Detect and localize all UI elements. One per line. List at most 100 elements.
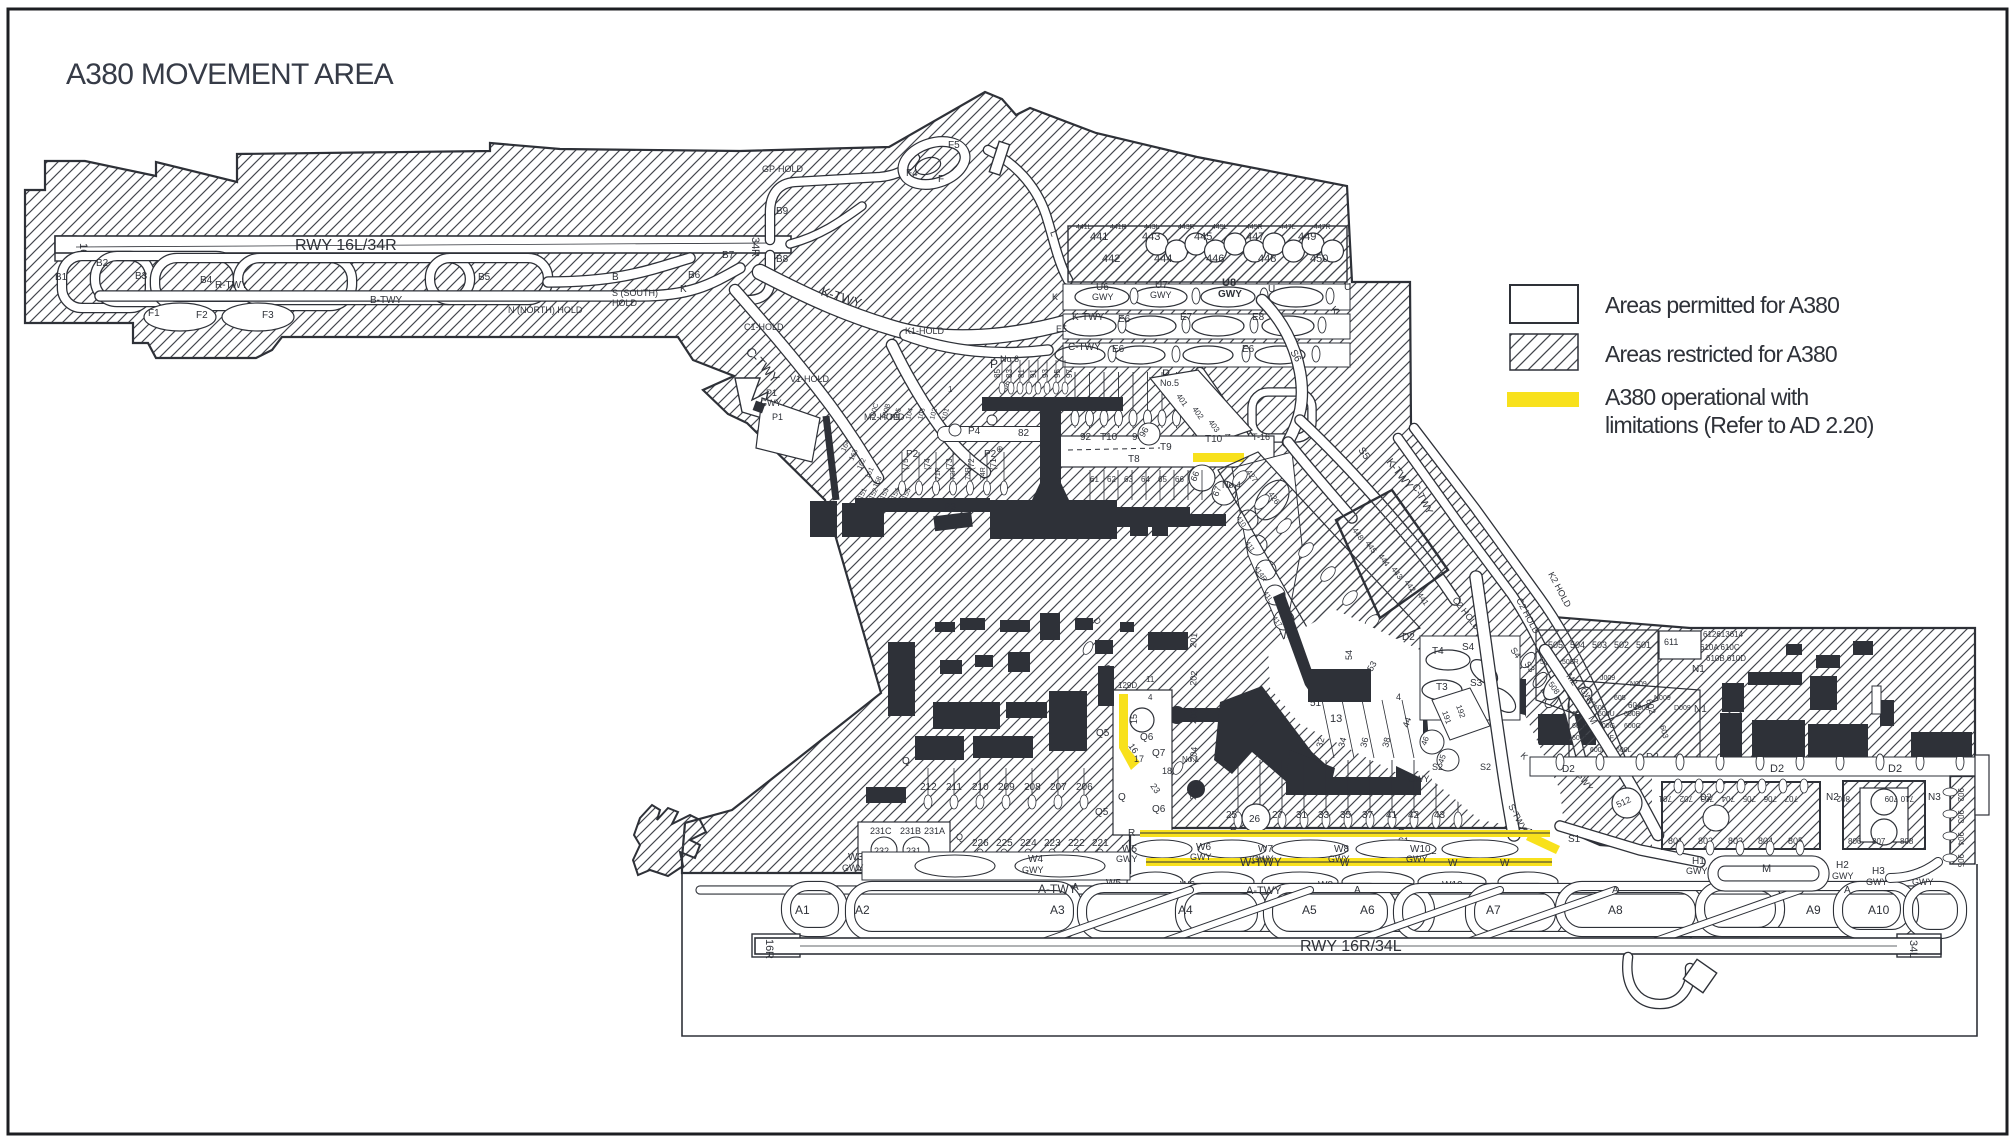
svg-text:K-TWY: K-TWY: [1072, 312, 1105, 323]
svg-text:221: 221: [1092, 838, 1109, 849]
svg-text:102: 102: [929, 407, 939, 420]
svg-text:S (SOUTH): S (SOUTH): [612, 288, 658, 298]
svg-text:P: P: [990, 357, 998, 371]
svg-text:B1: B1: [55, 272, 68, 283]
svg-text:U6: U6: [1096, 282, 1109, 293]
svg-text:U8: U8: [1222, 277, 1236, 289]
svg-text:192: 192: [1454, 704, 1467, 720]
svg-text:36: 36: [1358, 736, 1370, 748]
svg-text:205: 205: [1188, 784, 1199, 800]
svg-text:203: 203: [1188, 708, 1199, 724]
svg-text:802: 802: [1836, 794, 1850, 803]
svg-text:L: L: [1047, 229, 1059, 238]
svg-text:600K: 600K: [1590, 747, 1607, 754]
svg-text:709: 709: [1884, 794, 1898, 803]
svg-text:206: 206: [1076, 782, 1093, 793]
svg-text:T9: T9: [1160, 442, 1172, 453]
svg-text:501: 501: [1636, 640, 1651, 650]
svg-text:F4: F4: [906, 168, 918, 179]
svg-text:94: 94: [1132, 432, 1144, 443]
svg-text:GWY: GWY: [1218, 289, 1242, 300]
svg-text:W: W: [1448, 858, 1458, 869]
svg-text:P5: P5: [890, 413, 900, 422]
svg-text:W: W: [1340, 858, 1350, 869]
svg-text:D2: D2: [1562, 764, 1575, 775]
svg-text:446: 446: [1206, 253, 1224, 265]
svg-text:A380 operational with: A380 operational with: [1605, 384, 1808, 410]
svg-text:W3: W3: [848, 852, 863, 863]
svg-text:P2: P2: [906, 449, 919, 460]
svg-text:GWY: GWY: [842, 863, 864, 873]
svg-text:W4: W4: [1028, 854, 1043, 865]
svg-text:W5: W5: [1122, 844, 1137, 855]
svg-text:S1: S1: [1568, 834, 1581, 845]
svg-text:No.5: No.5: [1160, 378, 1179, 388]
svg-text:⊕: ⊕: [996, 444, 1004, 454]
svg-text:P2: P2: [984, 449, 997, 460]
svg-text:202: 202: [1188, 670, 1199, 686]
svg-text:603: 603: [1658, 724, 1670, 740]
svg-text:K: K: [1519, 750, 1530, 761]
svg-text:82: 82: [1018, 428, 1030, 439]
svg-text:D2: D2: [1402, 632, 1415, 643]
svg-text:600C: 600C: [1624, 723, 1641, 730]
svg-text:441: 441: [1090, 231, 1108, 243]
svg-text:210: 210: [972, 782, 989, 793]
svg-text:T4: T4: [1432, 646, 1444, 657]
svg-text:E6: E6: [1118, 314, 1131, 325]
svg-text:GWY: GWY: [1150, 290, 1172, 300]
svg-text:GWY: GWY: [1092, 292, 1114, 302]
svg-text:81: 81: [1017, 369, 1026, 378]
svg-text:445: 445: [1194, 231, 1212, 243]
svg-text:231A: 231A: [924, 826, 945, 836]
svg-text:R-TWY: R-TWY: [215, 280, 248, 291]
svg-text:Q5: Q5: [1096, 728, 1110, 739]
svg-text:226: 226: [972, 838, 989, 849]
svg-text:N2: N2: [1826, 792, 1839, 803]
svg-text:805: 805: [1788, 836, 1803, 846]
svg-text:H3: H3: [1872, 866, 1885, 877]
svg-text:222: 222: [1068, 838, 1085, 849]
svg-text:91: 91: [1029, 369, 1038, 378]
svg-text:U: U: [1344, 282, 1351, 293]
svg-text:F1: F1: [148, 308, 160, 319]
svg-text:T3: T3: [1436, 682, 1448, 693]
svg-text:4: 4: [1396, 692, 1401, 702]
svg-text:231: 231: [906, 846, 921, 856]
svg-text:225: 225: [996, 838, 1013, 849]
svg-text:Q6: Q6: [1140, 732, 1154, 743]
svg-text:129D: 129D: [1118, 681, 1137, 690]
svg-text:F: F: [938, 174, 944, 185]
svg-text:W6: W6: [1196, 842, 1211, 853]
svg-text:(71: (71: [989, 458, 998, 470]
svg-text:904: 904: [1956, 832, 1965, 846]
svg-text:158: 158: [872, 475, 883, 489]
svg-text:208: 208: [1024, 782, 1041, 793]
svg-text:(73: (73: [945, 458, 954, 470]
svg-text:104: 104: [905, 407, 915, 420]
svg-text:(74: (74: [923, 458, 932, 470]
svg-text:GWY: GWY: [1252, 854, 1274, 864]
svg-text:703: 703: [1700, 794, 1714, 803]
svg-text:GWY: GWY: [1832, 871, 1854, 881]
svg-text:37: 37: [1362, 810, 1374, 821]
svg-text:A: A: [1354, 885, 1361, 896]
svg-text:No.4: No.4: [1222, 480, 1241, 490]
svg-text:61: 61: [1090, 475, 1099, 484]
svg-text:A: A: [1612, 885, 1619, 896]
svg-text:600L: 600L: [1616, 747, 1632, 754]
svg-text:803: 803: [1728, 836, 1743, 846]
svg-text:11: 11: [1146, 675, 1155, 684]
svg-text:N1: N1: [1692, 664, 1705, 675]
svg-text:E5: E5: [1056, 324, 1067, 334]
svg-text:B6: B6: [688, 270, 701, 281]
svg-text:S2: S2: [1480, 762, 1491, 772]
svg-text:B-TWY: B-TWY: [370, 295, 403, 306]
svg-text:A10: A10: [1868, 903, 1890, 917]
svg-text:(72: (72: [967, 458, 976, 470]
svg-text:31: 31: [1296, 810, 1308, 821]
svg-text:33: 33: [1318, 810, 1330, 821]
svg-text:201: 201: [1188, 632, 1199, 648]
svg-text:153: 153: [879, 487, 890, 501]
svg-text:A9: A9: [1806, 903, 1821, 917]
